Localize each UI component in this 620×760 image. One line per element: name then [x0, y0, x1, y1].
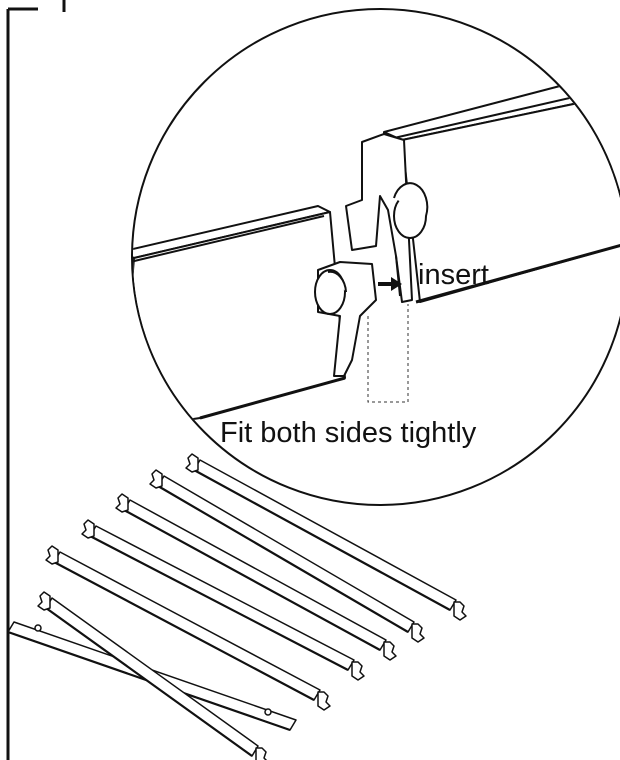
- slat-hole: [34, 624, 42, 632]
- right-connector-tab: [345, 133, 429, 303]
- slat-tab: [255, 747, 268, 760]
- insert-arrow-icon: [378, 277, 402, 291]
- slat-tab: [317, 691, 331, 711]
- fit-both-sides-label: Fit both sides tightly: [220, 417, 477, 449]
- slat-tab: [45, 545, 59, 565]
- slat: [37, 591, 268, 760]
- page-frame: [6, 0, 66, 760]
- slat: [81, 519, 365, 681]
- slat-tab: [149, 469, 163, 489]
- fit-guide-lines: [367, 304, 409, 403]
- slat-stack: [7, 453, 467, 760]
- slat-tab: [453, 601, 467, 621]
- slat: [149, 469, 425, 643]
- slat-tab: [81, 519, 95, 539]
- slat-tab: [351, 661, 365, 681]
- left-slat-end: [133, 205, 346, 431]
- slat: [185, 453, 467, 621]
- left-connector-tab: [314, 261, 377, 377]
- slat-tab: [185, 453, 199, 473]
- slat: [45, 545, 331, 711]
- insert-label: insert: [418, 259, 489, 291]
- slat-tab: [115, 493, 129, 513]
- slat-tab: [37, 591, 51, 611]
- slat-hole: [264, 708, 272, 716]
- detail-magnifier: insert Fit both sides tightly: [131, 8, 620, 506]
- slat-tab: [411, 623, 425, 643]
- slat-tab: [383, 641, 397, 661]
- slat: [115, 493, 397, 661]
